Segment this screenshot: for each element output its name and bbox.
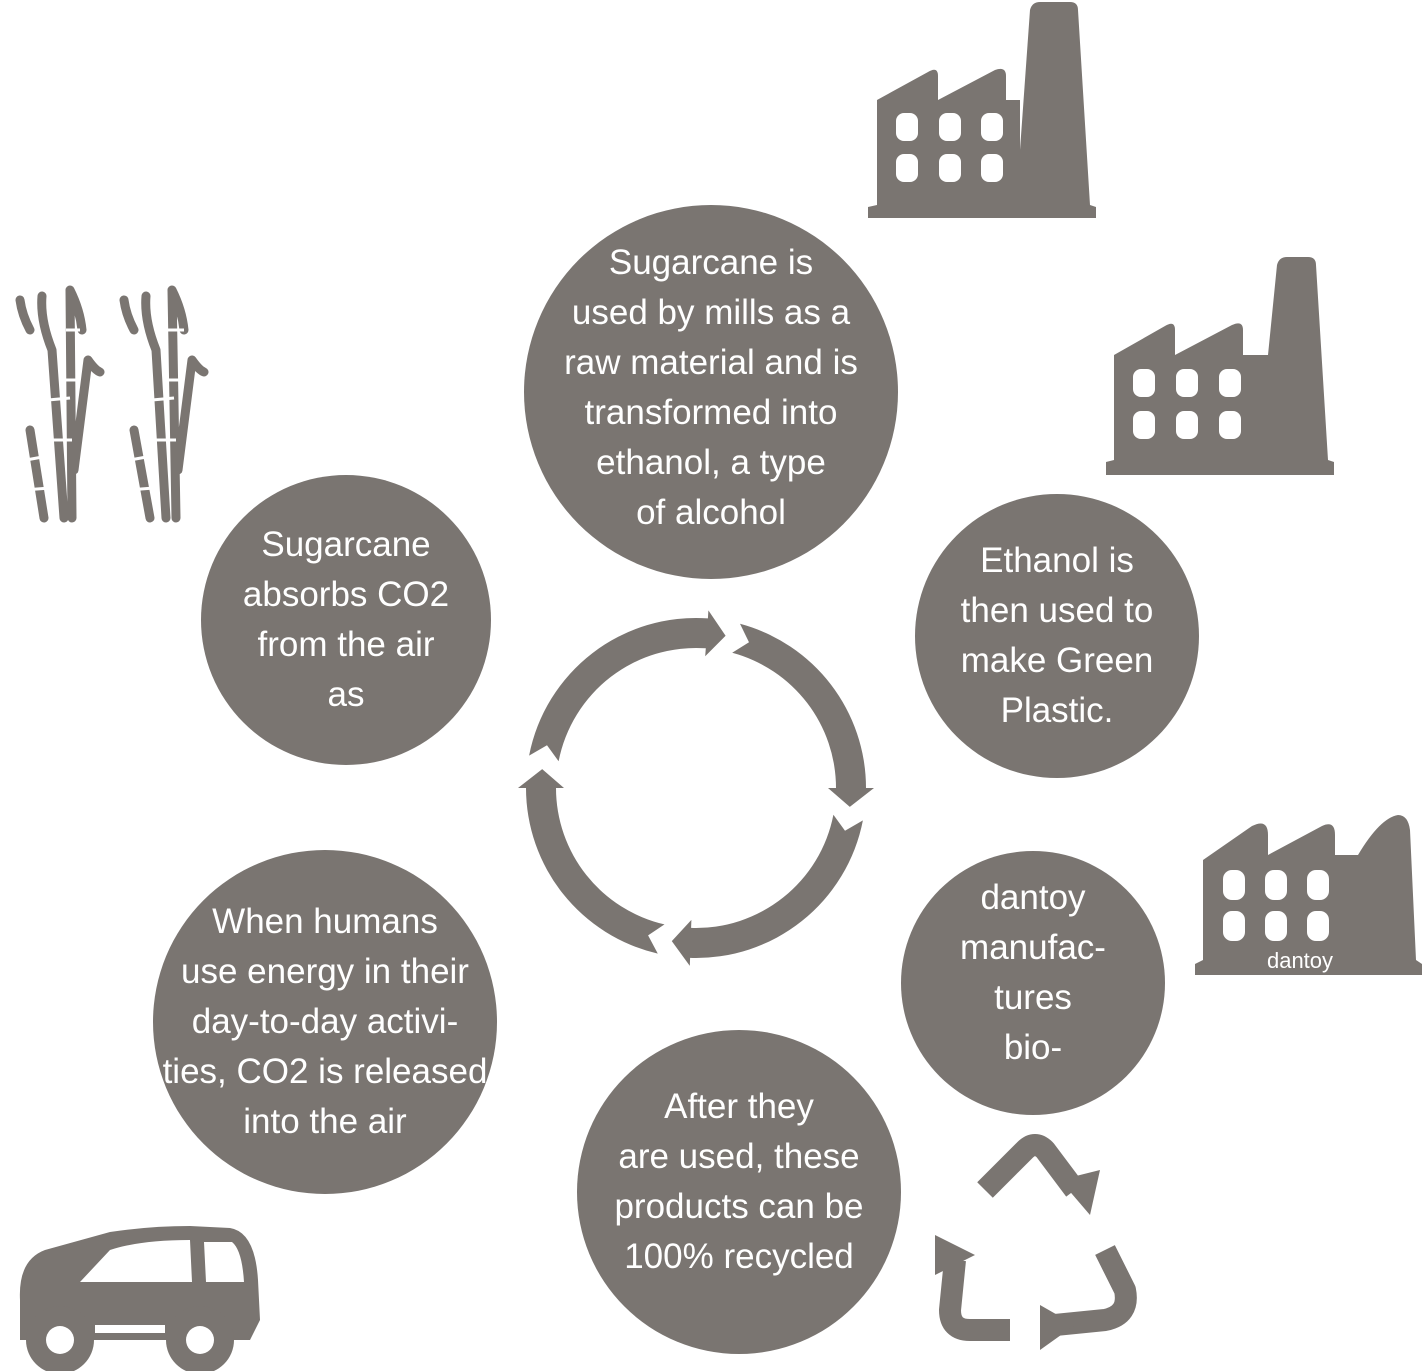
- step-text-line: make Green: [960, 641, 1154, 680]
- step-text-line: from the air: [257, 625, 435, 664]
- step-text-line: use energy in their: [181, 952, 469, 991]
- cycle-arrow-segment: [671, 814, 863, 966]
- step-text-line: of alcohol: [636, 493, 786, 532]
- step-text-line: Ethanol is: [980, 541, 1134, 580]
- factory-icon: [868, 2, 1096, 218]
- sugarcane-joints: [23, 328, 184, 492]
- step-text-line: tures: [994, 978, 1072, 1017]
- step-text-line: then used to: [960, 591, 1154, 630]
- step-mill: Sugarcane is used by mills as a raw materi…: [524, 205, 898, 579]
- step-text-line: manufac-: [960, 928, 1106, 967]
- step-text-line: ethanol, a type: [596, 443, 826, 482]
- step-text-line: used by mills as a: [571, 293, 851, 332]
- step-text-line: absorbs CO2: [242, 575, 450, 614]
- factory-label: dantoy: [1267, 948, 1333, 973]
- factory-icon: [1195, 815, 1422, 975]
- step-text-line: products can be: [614, 1187, 864, 1226]
- recycle-arrowheads: [935, 1170, 1100, 1350]
- step-text-line: ties, CO2 is released: [162, 1052, 488, 1091]
- cycle-arrow-segment: [732, 623, 874, 807]
- step-text-line: day-to-day activi-: [191, 1002, 459, 1041]
- factory-icon: [1106, 257, 1334, 475]
- step-text-line: bio-: [1003, 1028, 1063, 1067]
- cycle-arrows-icon: [518, 610, 874, 966]
- step-text-line: are used, these: [618, 1137, 860, 1176]
- step-text-line: 100% recycled: [624, 1237, 854, 1276]
- step-text-line: Sugarcane is: [608, 243, 814, 282]
- recycle-icon: [939, 1134, 1137, 1341]
- step-text-line: into the air: [243, 1102, 407, 1141]
- cycle-arrow-segment: [529, 610, 726, 762]
- step-text-line: After they: [664, 1087, 814, 1126]
- cycle-arrow-segment: [518, 769, 665, 954]
- step-humans: When humans use energy in their day-to-day…: [153, 850, 497, 1194]
- step-text-line: dantoy: [980, 878, 1086, 917]
- step-text-line: Sugarcane: [261, 525, 431, 564]
- step-text-line: raw material and is: [564, 343, 858, 382]
- step-text-line: transformed into: [584, 393, 838, 432]
- step-dantoy: dantoy manufac-tures bio-: [901, 851, 1165, 1115]
- step-text-line: Plastic.: [1000, 691, 1114, 730]
- step-text-line: as: [327, 675, 365, 714]
- step-absorb: Sugarcane absorbs CO2 from the air as: [201, 475, 491, 765]
- step-text-line: When humans: [212, 902, 438, 941]
- car-icon: [19, 1226, 261, 1371]
- step-recycle: After they are used, these products can be…: [577, 1030, 901, 1354]
- sugarcane-icon: [15, 285, 209, 523]
